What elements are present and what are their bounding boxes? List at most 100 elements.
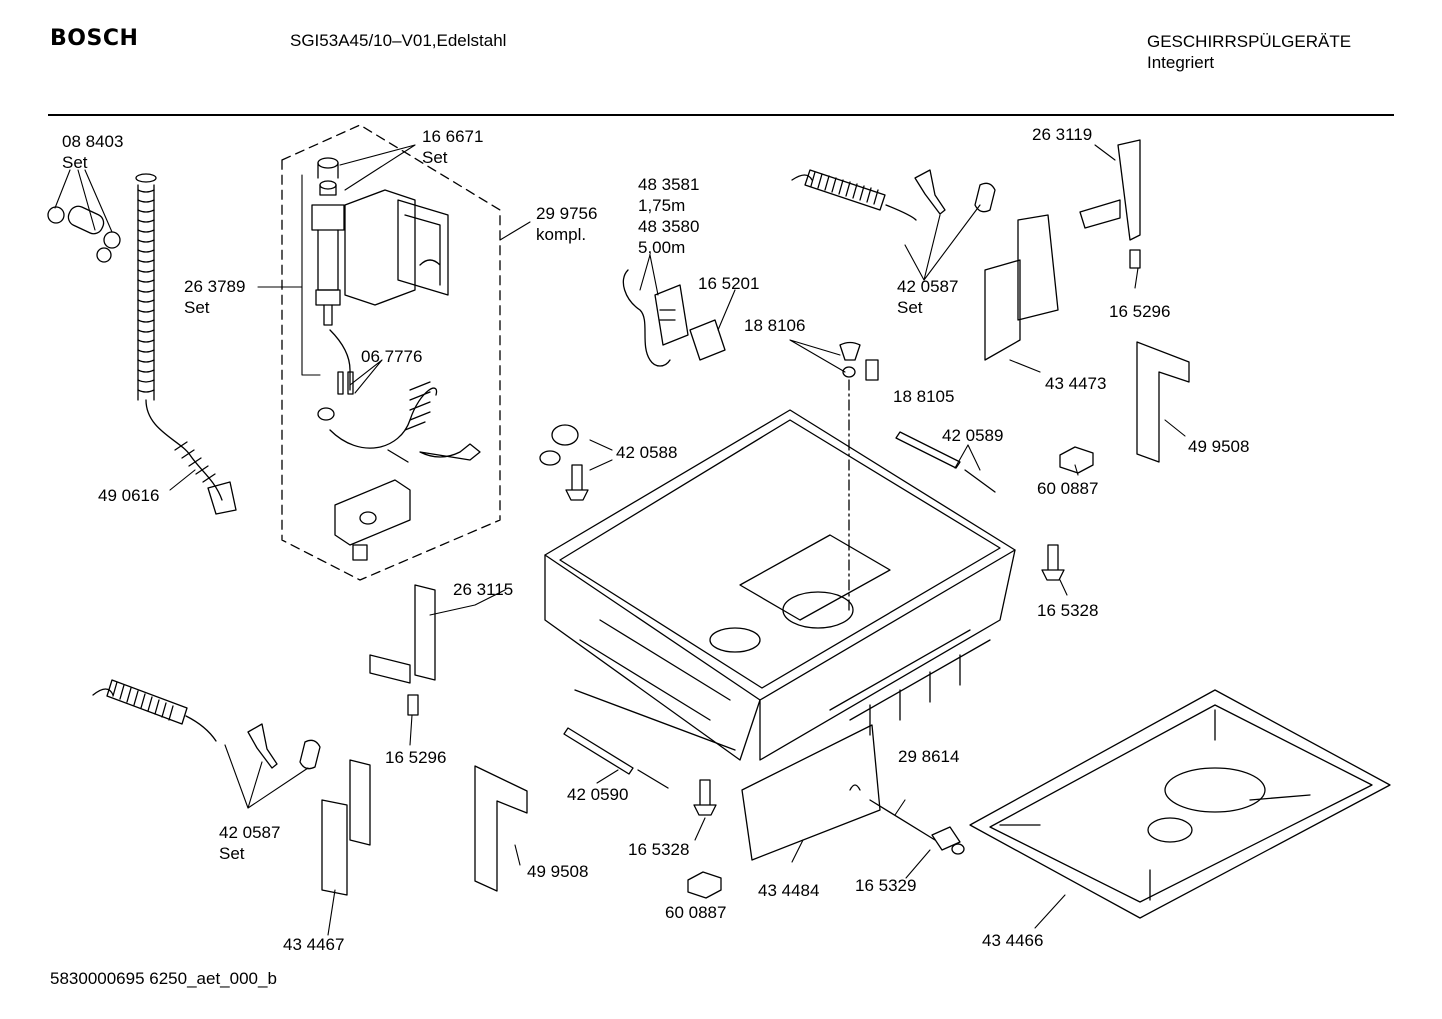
- part-number: 60 0887: [1037, 479, 1099, 498]
- base-plate-drawing: [969, 689, 1391, 919]
- part-number: 49 9508: [527, 862, 589, 881]
- part-number: 49 0616: [98, 486, 160, 505]
- part-callout: 60 0887: [665, 902, 726, 923]
- part-callout: 29 8614: [898, 746, 959, 767]
- part-number: 48 3580: [638, 217, 700, 236]
- part-number: 43 4473: [1045, 374, 1107, 393]
- part-callout: 26 3119: [1032, 124, 1092, 145]
- part-number: 43 4484: [758, 881, 820, 900]
- header-rule: [48, 114, 1394, 116]
- part-number: 16 5296: [1109, 302, 1171, 321]
- side-panel-upper-drawing: [1136, 341, 1190, 463]
- category-subtitle: Integriert: [1147, 53, 1215, 72]
- door-spring-lower-drawing: [92, 679, 321, 770]
- part-number: 16 5329: [855, 876, 917, 895]
- part-callout: 16 5296: [385, 747, 446, 768]
- part-callout: 16 5296: [1109, 301, 1170, 322]
- part-callout: 29 9756 kompl.: [536, 203, 597, 245]
- power-cable-drawing: [622, 269, 726, 367]
- door-panel-drawing: [741, 724, 965, 861]
- part-note: Set: [219, 844, 245, 863]
- part-callout: 42 0588: [616, 442, 677, 463]
- drain-hose-drawing: [135, 173, 237, 515]
- part-callout: 16 5328: [1037, 600, 1098, 621]
- part-callout: 18 8105: [893, 386, 954, 407]
- part-callout: 16 5328: [628, 839, 689, 860]
- part-note: 5,00m: [638, 238, 686, 257]
- foot-screws-drawing: [539, 424, 1065, 816]
- part-callout: 49 9508: [527, 861, 588, 882]
- part-number: 42 0589: [942, 426, 1004, 445]
- hinge-bracket-upper-drawing: [984, 139, 1141, 361]
- part-number: 43 4466: [982, 931, 1044, 950]
- part-number: 42 0587: [219, 823, 281, 842]
- part-number: 42 0590: [567, 785, 629, 804]
- part-number: 16 5201: [698, 274, 760, 293]
- part-number: 42 0588: [616, 443, 678, 462]
- part-callout: 16 5201: [698, 273, 759, 294]
- part-note: Set: [897, 298, 923, 317]
- part-callout: 43 4484: [758, 880, 819, 901]
- float-parts-drawing: [839, 341, 879, 611]
- part-number: 18 8105: [893, 387, 955, 406]
- rail-upper-drawing: [895, 431, 996, 493]
- category-block: GESCHIRRSPÜLGERÄTE Integriert: [1147, 31, 1351, 73]
- part-number: 08 8403: [62, 132, 124, 151]
- part-number: 49 9508: [1188, 437, 1250, 456]
- part-note: 1,75m: [638, 196, 686, 215]
- part-number: 16 6671: [422, 127, 484, 146]
- part-callout: 60 0887: [1037, 478, 1098, 499]
- part-callout: 42 0590: [567, 784, 628, 805]
- part-number: 26 3789: [184, 277, 246, 296]
- category-title: GESCHIRRSPÜLGERÄTE: [1147, 32, 1352, 51]
- hinge-bracket-lower-drawing: [321, 584, 436, 896]
- part-number: 29 8614: [898, 747, 960, 766]
- hose-clamp-set-drawing: [47, 205, 121, 263]
- part-number: 16 5296: [385, 748, 447, 767]
- part-callout: 26 3115: [453, 579, 513, 600]
- model-title: SGI53A45/10–V01,Edelstahl: [290, 31, 507, 50]
- block-part-lower-drawing: [687, 871, 722, 899]
- block-part-upper-drawing: [1059, 446, 1094, 474]
- part-callout: 43 4466: [982, 930, 1043, 951]
- part-callout: 06 7776: [361, 346, 422, 367]
- part-note: Set: [62, 153, 88, 172]
- kit-boundary: [281, 124, 501, 581]
- part-callout: 48 3581 1,75m 48 3580 5,00m: [638, 174, 699, 258]
- part-number: 48 3581: [638, 175, 700, 194]
- part-note: kompl.: [536, 225, 587, 244]
- part-callout: 43 4473: [1045, 373, 1106, 394]
- leader-lines: [54, 144, 1186, 936]
- part-callout: 43 4467: [283, 934, 344, 955]
- part-number: 18 8106: [744, 316, 806, 335]
- rail-lower-drawing: [563, 727, 669, 789]
- part-number: 29 9756: [536, 204, 598, 223]
- part-callout: 18 8106: [744, 315, 805, 336]
- part-number: 16 5328: [1037, 601, 1099, 620]
- part-number: 42 0587: [897, 277, 959, 296]
- part-callout: 49 0616: [98, 485, 159, 506]
- part-note: Set: [184, 298, 210, 317]
- tub-drawing: [544, 409, 1016, 761]
- part-number: 60 0887: [665, 903, 727, 922]
- valve-kit-drawing: [311, 157, 481, 561]
- part-note: Set: [422, 148, 448, 167]
- side-panel-lower-drawing: [474, 765, 528, 892]
- part-callout: 49 9508: [1188, 436, 1249, 457]
- brand-logo: BOSCH: [50, 26, 139, 51]
- document-id: 5830000695 6250_aet_000_b: [50, 969, 277, 988]
- part-number: 06 7776: [361, 347, 423, 366]
- part-number: 16 5328: [628, 840, 690, 859]
- part-number: 26 3119: [1032, 125, 1093, 144]
- part-callout: 16 5329: [855, 875, 916, 896]
- door-spring-upper-drawing: [791, 169, 996, 221]
- part-number: 26 3115: [453, 580, 514, 599]
- part-number: 43 4467: [283, 935, 345, 954]
- part-callout: 42 0589: [942, 425, 1003, 446]
